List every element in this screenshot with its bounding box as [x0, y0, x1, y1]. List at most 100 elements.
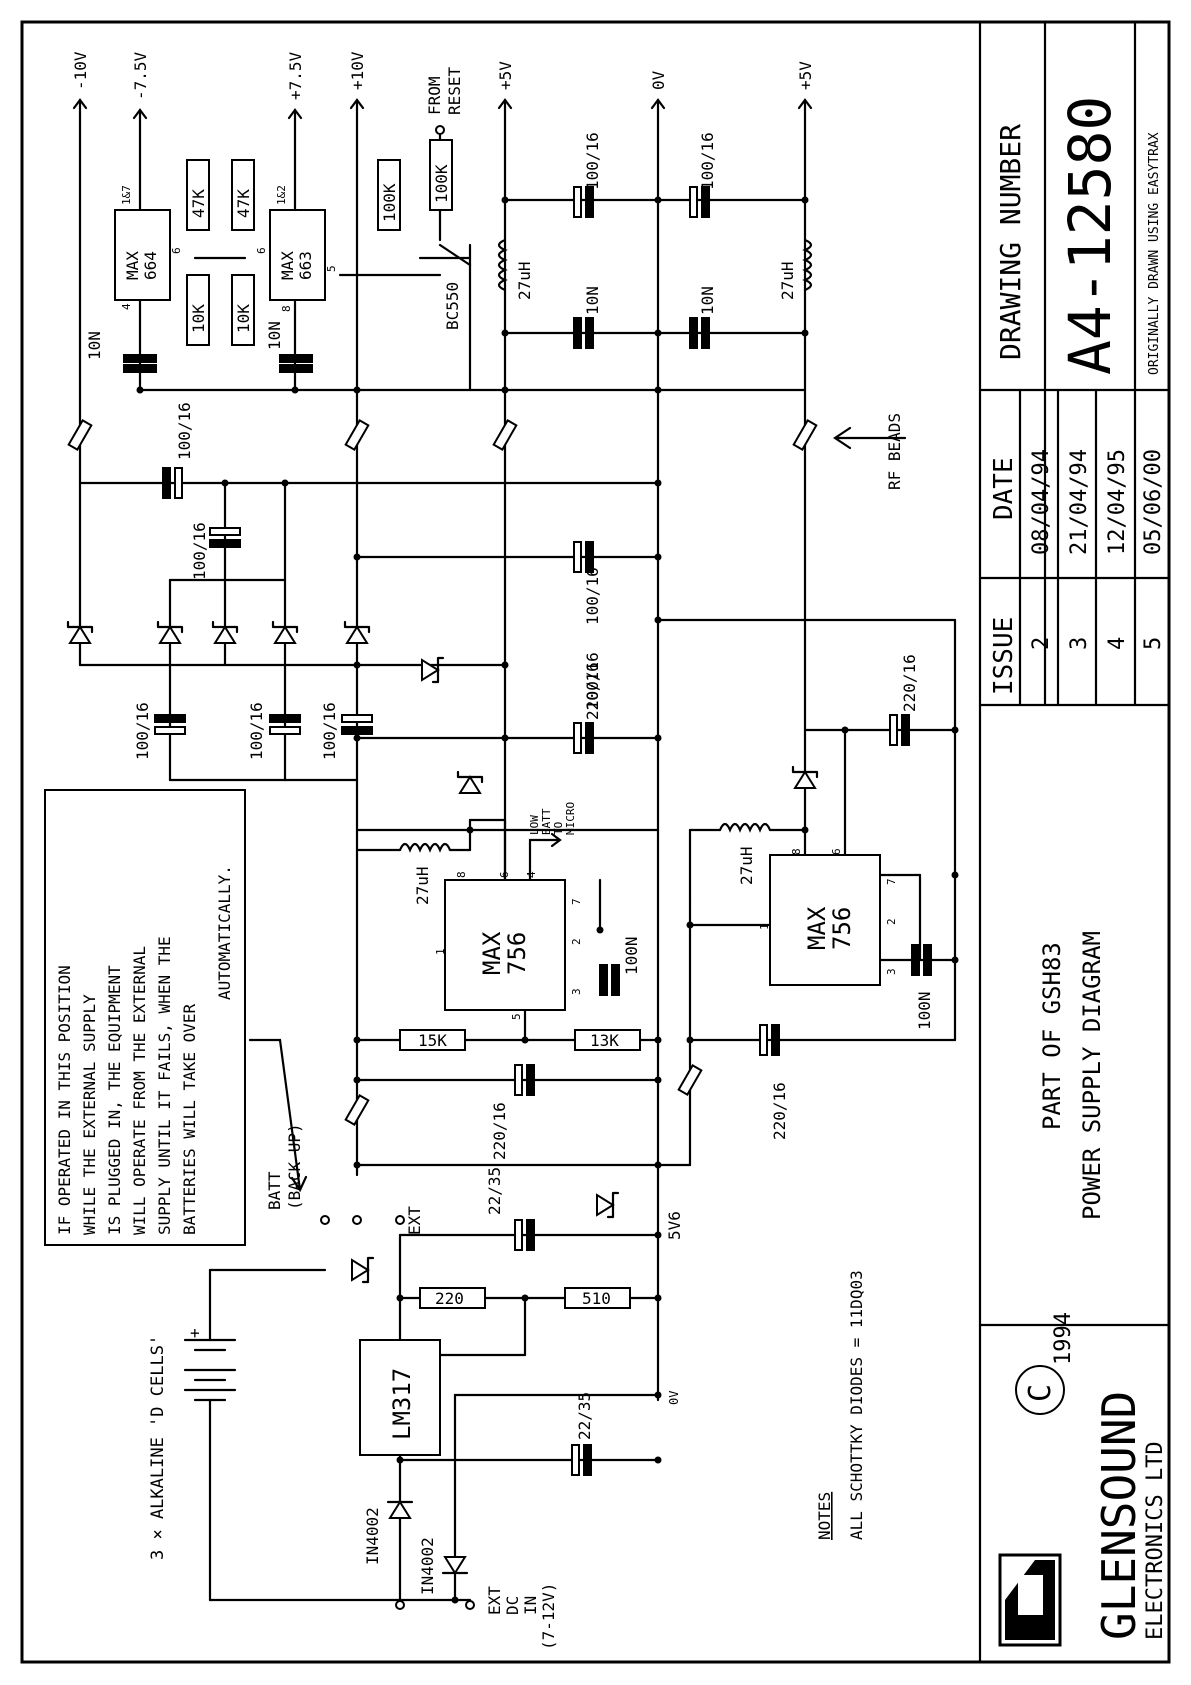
cap-22-35-a: 22/35	[485, 1167, 504, 1215]
cap-220-16-a: 220/16	[583, 662, 602, 720]
issue-row-3: 4	[1105, 637, 1130, 650]
rail-label-m10v: -10V	[71, 51, 90, 90]
ic-max663-l1: MAX	[278, 251, 297, 280]
title-block	[978, 20, 1171, 1664]
ic-lm317: LM317	[388, 1368, 416, 1440]
pin-8-max663: 8	[280, 305, 293, 312]
ic-bodies	[114, 209, 881, 1456]
copyright-icon	[1015, 1365, 1065, 1415]
low-batt-arrow	[528, 832, 562, 882]
note-line-6: BATTERIES WILL TAKE OVER	[180, 1003, 199, 1235]
cap-220-16-b: 220/16	[900, 654, 919, 712]
inductor-27uh-b: 27uH	[778, 261, 797, 300]
ic-max756-b-l1: MAX	[803, 906, 831, 950]
cap-10n-c: 10N	[583, 286, 602, 315]
rail-label-p7-5v: +7.5V	[286, 51, 305, 100]
pin-3-max756b: 3	[885, 968, 898, 975]
pin-8-max756a: 8	[455, 871, 468, 878]
label-batt: BATT	[265, 1171, 284, 1210]
ext-dc-in-l4: (7-12V)	[539, 1583, 558, 1650]
cap-100-16-a: 100/16	[583, 132, 602, 190]
drawing-number: A4-12580	[1056, 96, 1124, 375]
pin-6-max663: 6	[255, 247, 268, 254]
issue-row-4: 5	[1141, 637, 1166, 650]
cap-22-35-b: 22/35	[575, 1392, 594, 1440]
pin-8-max756b: 8	[790, 848, 803, 855]
drawing-title: POWER SUPPLY DIAGRAM	[1078, 931, 1106, 1220]
note-line-1: IF OPERATED IN THIS POSITION	[55, 965, 74, 1235]
resistor-100k-b: 100K	[432, 164, 451, 203]
label-ext: EXT	[405, 1206, 424, 1235]
low-batt-l1: LOW	[528, 815, 541, 835]
diodes	[66, 620, 819, 1575]
ic-max756-b-l2: 756	[828, 907, 856, 950]
pin-2-max756a: 2	[570, 938, 583, 945]
rf-bead-symbols	[67, 419, 818, 1126]
pin-2-max756b: 2	[885, 918, 898, 925]
cap-100-16-e: 100/16	[583, 567, 602, 625]
pin-5-max756a: 5	[510, 1013, 523, 1020]
pin-4-max664: 4	[120, 303, 133, 310]
sheet-border	[20, 20, 1171, 1664]
resistor-220: 220	[435, 1289, 464, 1308]
note-line-7: AUTOMATICALLY.	[215, 865, 234, 1000]
ext-dc-in-l3: IN	[521, 1596, 540, 1615]
date-row-3: 12/04/95	[1105, 449, 1130, 555]
rail-label-p5v-a: +5V	[496, 61, 515, 90]
bc550-transistor	[418, 243, 472, 267]
battery-symbol	[183, 1338, 237, 1402]
company-name: GLENSOUND	[1092, 1391, 1146, 1640]
pin-5-max663: 5	[325, 265, 338, 272]
cap-220-16-d: 220/16	[770, 1082, 789, 1140]
date-row-4: 05/06/00	[1141, 449, 1166, 555]
rf-beads-arrow	[833, 426, 907, 450]
inductors	[355, 238, 813, 902]
cap-100-16-d: 100/16	[190, 522, 209, 580]
glensound-logo-icon	[998, 1553, 1062, 1647]
ic-max663-l2: 663	[296, 251, 315, 280]
resistor-15k: 15K	[418, 1031, 447, 1050]
note-line-2: WHILE THE EXTERNAL SUPPLY	[80, 994, 99, 1235]
low-batt-l3: TO	[552, 822, 565, 835]
resistor-13k: 13K	[590, 1031, 619, 1050]
pin-7-max756a: 7	[570, 898, 583, 905]
label-rf-beads: RF BEADS	[885, 413, 904, 490]
resistor-10k-a: 10K	[189, 304, 208, 333]
copyright-year: 1994	[1051, 1312, 1076, 1365]
transistor-label: BC550	[443, 282, 462, 330]
note-pointer	[248, 1038, 308, 1193]
label-alkaline: 3 × ALKALINE 'D CELLS'	[148, 1335, 168, 1560]
from-reset-line2: RESET	[445, 66, 464, 115]
pin-1-2-max663: 1&2	[275, 185, 288, 205]
rail-label-p5v-b: +5V	[796, 61, 815, 90]
capacitors	[123, 186, 932, 1476]
resistor-47k-b: 47K	[234, 189, 253, 218]
ext-dc-in-l1: EXT	[485, 1586, 504, 1615]
pin-7-max756b: 7	[885, 878, 898, 885]
pin-1-max756a: 1	[434, 948, 447, 955]
date-row-2: 21/04/94	[1067, 449, 1092, 555]
label-0v-small: 0V	[667, 1391, 681, 1405]
note-line-5: SUPPLY UNTIL IT FAILS, WHEN THE	[155, 936, 174, 1235]
from-reset-line1: FROM	[425, 76, 444, 115]
resistor-47k-a: 47K	[189, 189, 208, 218]
pin-1-max756b: 1	[758, 923, 771, 930]
issue-row-1: 2	[1029, 637, 1054, 650]
ic-max664-l2: 664	[141, 251, 160, 280]
issue-row-2: 3	[1067, 637, 1092, 650]
switch-terminals	[320, 125, 475, 1610]
pin-6-max664: 6	[170, 247, 183, 254]
drawing-number-label: DRAWING NUMBER	[994, 124, 1027, 360]
originally-drawn: ORIGINALLY DRAWN USING EASYTRAX	[1147, 132, 1162, 375]
resistors	[186, 139, 641, 1309]
pin-3-max756a: 3	[570, 988, 583, 995]
cap-100-16-i: 100/16	[320, 702, 339, 760]
cap-100-16-f: 100/16	[583, 652, 602, 710]
resistor-100k-a: 100K	[380, 183, 399, 222]
inductor-27uh-d: 27uH	[737, 846, 756, 885]
pin-6-max756b: 6	[830, 848, 843, 855]
cap-100n-b: 100N	[915, 991, 934, 1030]
ic-max664-l1: MAX	[123, 251, 142, 280]
pin-1-7-max664: 1&7	[120, 185, 133, 205]
